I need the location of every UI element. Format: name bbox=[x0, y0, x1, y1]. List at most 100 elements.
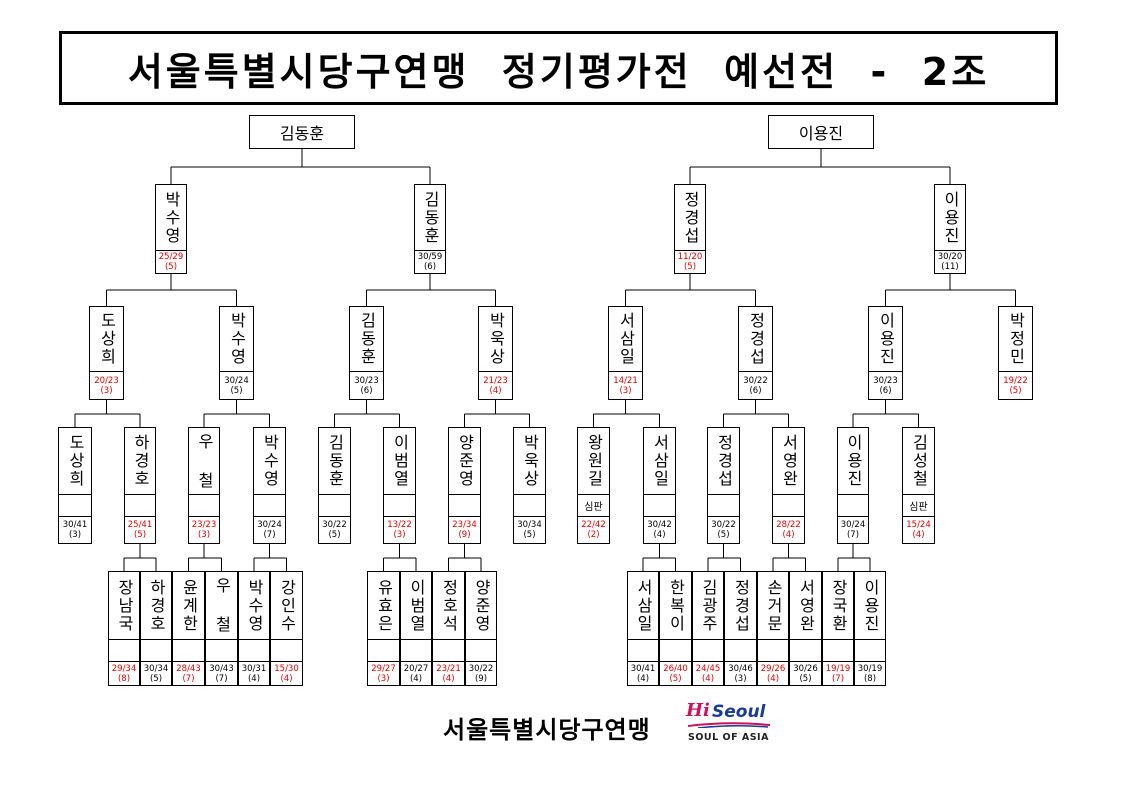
player-name: 유효은 bbox=[374, 578, 394, 633]
score: 30/41 bbox=[630, 663, 656, 674]
cell-divider bbox=[466, 661, 496, 662]
player-name: 손거문 bbox=[764, 578, 783, 633]
cell-divider bbox=[773, 516, 804, 517]
player-name-cell: 김동훈 bbox=[319, 428, 350, 495]
score-cell: 11/20(5) bbox=[675, 251, 705, 273]
logo-swoosh-icon bbox=[688, 722, 770, 728]
rank: (5) bbox=[230, 385, 243, 396]
player-name: 이범열 bbox=[390, 434, 410, 488]
player-name-cell: 장남국 bbox=[109, 572, 139, 640]
player-name: 정경섭 bbox=[746, 312, 766, 366]
cell-divider bbox=[514, 516, 545, 517]
cell-divider bbox=[628, 661, 658, 662]
player-name-cell: 박욱상 bbox=[479, 307, 512, 372]
rank: (9) bbox=[474, 673, 488, 684]
player-name-cell: 정경섭 bbox=[675, 185, 705, 251]
rank: (4) bbox=[280, 673, 293, 684]
score: 26/40 bbox=[663, 663, 688, 674]
player-name-cell: 도상희 bbox=[90, 307, 123, 372]
player-name: 도상희 bbox=[97, 312, 117, 366]
rank: (5) bbox=[1009, 385, 1022, 396]
rank: (3) bbox=[197, 530, 211, 540]
cell-divider bbox=[239, 661, 269, 662]
cell-divider bbox=[319, 516, 350, 517]
score: 15/30 bbox=[274, 663, 299, 674]
player-name-cell: 윤계한 bbox=[173, 572, 204, 640]
score: 25/29 bbox=[158, 252, 184, 262]
player-name: 우 철 bbox=[195, 432, 214, 490]
player-name: 이용진 bbox=[941, 190, 960, 245]
cell-divider bbox=[173, 661, 204, 662]
score-cell: 24/45(4) bbox=[693, 662, 723, 685]
player-name: 김성철 bbox=[909, 434, 929, 488]
score-cell: 30/24(7) bbox=[838, 517, 868, 543]
score-cell: 30/23(6) bbox=[350, 372, 383, 399]
cell-divider bbox=[855, 661, 885, 662]
cell-divider bbox=[401, 661, 431, 662]
player-name-cell: 양준영 bbox=[466, 572, 496, 640]
player-name: 이용진 bbox=[861, 578, 880, 633]
score-cell: 30/26(5) bbox=[790, 662, 821, 685]
player-name-cell: 서영완 bbox=[773, 428, 804, 495]
player-name: 강인수 bbox=[277, 578, 297, 633]
rank: (3) bbox=[619, 385, 632, 396]
player-name-cell: 양준영 bbox=[449, 428, 480, 495]
player-name: 정경섭 bbox=[714, 434, 734, 488]
score: 19/19 bbox=[825, 663, 851, 674]
rank: (4) bbox=[701, 673, 715, 684]
player-name-cell: 이용진 bbox=[838, 428, 868, 495]
score-cell: 30/59(6) bbox=[415, 251, 445, 273]
score: 30/19 bbox=[857, 663, 883, 674]
score-cell: 25/41(5) bbox=[125, 517, 155, 543]
score: 30/41 bbox=[62, 520, 88, 530]
player-name-cell: 정경섭 bbox=[725, 572, 756, 640]
score: 14/21 bbox=[613, 375, 638, 386]
score: 23/23 bbox=[191, 520, 217, 530]
player-name-cell: 이범열 bbox=[384, 428, 415, 495]
score-cell: 22/42(2) bbox=[578, 517, 609, 543]
score-cell: 30/23(6) bbox=[869, 372, 902, 399]
score: 30/24 bbox=[840, 520, 866, 530]
score: 11/20 bbox=[677, 252, 703, 262]
player-name-cell: 손거문 bbox=[758, 572, 788, 640]
score-cell: 23/34(9) bbox=[449, 517, 480, 543]
rank: (11) bbox=[941, 262, 959, 272]
player-name-cell: 우 철 bbox=[189, 428, 219, 495]
player-name-cell: 유효은 bbox=[368, 572, 399, 640]
player-name-cell: 이용진 bbox=[869, 307, 902, 372]
footer-org: 서울특별시당구연맹 bbox=[443, 716, 651, 744]
player-name-cell: 박수영 bbox=[254, 428, 285, 495]
score-cell: 25/29(5) bbox=[156, 251, 186, 273]
player-name-cell: 김동훈 bbox=[415, 185, 445, 251]
player-box: 우 철 23/23(3) bbox=[188, 427, 220, 544]
player-name: 서영완 bbox=[779, 434, 799, 488]
rank: (4) bbox=[489, 385, 502, 396]
score: 23/21 bbox=[436, 663, 461, 674]
score-cell: 15/24(4) bbox=[903, 517, 934, 543]
rank: (5) bbox=[149, 673, 163, 684]
score: 15/24 bbox=[906, 520, 931, 530]
score: 29/26 bbox=[760, 663, 786, 674]
judge-label: 심판 bbox=[578, 494, 609, 517]
player-name-cell: 정호석 bbox=[433, 572, 464, 640]
player-name-cell: 서영완 bbox=[790, 572, 821, 640]
player-name: 하경호 bbox=[131, 434, 150, 488]
rank: (7) bbox=[215, 673, 228, 684]
rank: (4) bbox=[653, 530, 666, 540]
judge-label: 심판 bbox=[903, 494, 934, 517]
player-name-cell: 하경호 bbox=[125, 428, 155, 495]
player-name: 이범열 bbox=[407, 578, 426, 633]
